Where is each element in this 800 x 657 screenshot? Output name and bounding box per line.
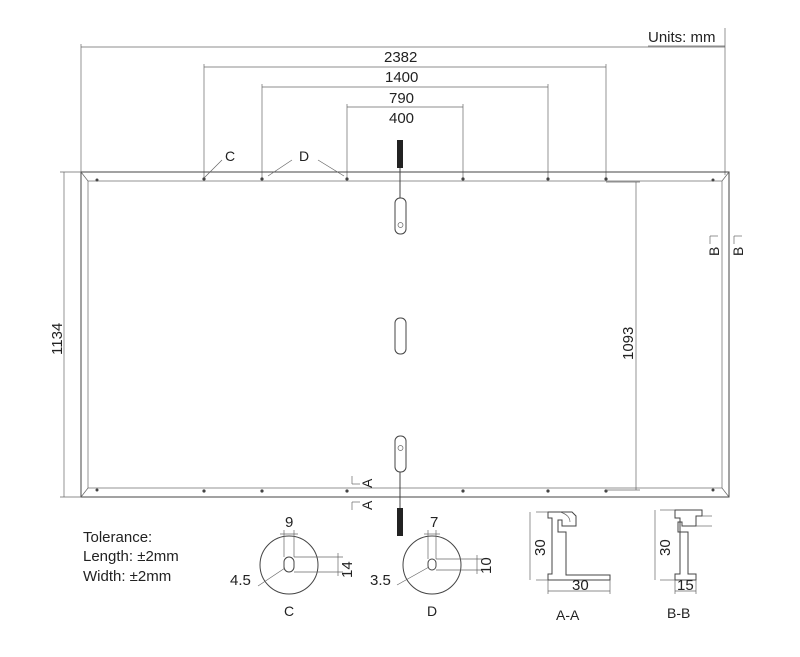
- detail-c-label: C: [284, 603, 294, 619]
- units-label: Units: mm: [648, 29, 716, 46]
- dim-2382: 2382: [384, 49, 417, 66]
- section-bb: 30 15 B-B: [654, 509, 712, 621]
- detail-d-diameter: 3.5: [370, 572, 391, 589]
- detail-c-height: 14: [339, 561, 356, 578]
- section-aa: 30 30 A-A: [529, 511, 611, 623]
- detail-d-width: 7: [430, 514, 438, 531]
- dim-790: 790: [389, 90, 414, 107]
- dim-1400: 1400: [385, 69, 418, 86]
- panel-frame-outer: [80, 171, 730, 498]
- dim-1134: 1134: [49, 323, 66, 355]
- dim-400: 400: [389, 110, 414, 127]
- callout-d: D: [299, 148, 309, 164]
- detail-c: 9 14 4.5 C: [230, 514, 356, 619]
- cable-assembly: [394, 140, 407, 536]
- tolerance-length: Length: ±2mm: [83, 548, 179, 565]
- section-aa-label: A-A: [556, 607, 580, 623]
- connector-bottom: [397, 508, 403, 536]
- mounting-holes-bottom: [95, 488, 715, 493]
- mounting-holes-top: [95, 177, 715, 182]
- dim-1093: 1093: [620, 327, 637, 360]
- connector-top: [397, 140, 403, 168]
- detail-d: 7 10 3.5 D: [370, 514, 495, 619]
- tolerance-title: Tolerance:: [83, 529, 152, 546]
- junction-box-middle: [394, 317, 407, 355]
- callout-b-right: B: [730, 247, 746, 256]
- callout-b-left: B: [706, 247, 722, 256]
- detail-c-width: 9: [285, 514, 293, 531]
- section-bb-label: B-B: [667, 605, 690, 621]
- section-bb-width: 15: [677, 577, 694, 594]
- callout-c: C: [225, 148, 235, 164]
- panel-frame-inner: [87, 180, 723, 489]
- tolerance-width: Width: ±2mm: [83, 568, 171, 585]
- detail-d-label: D: [427, 603, 437, 619]
- section-aa-width: 30: [572, 577, 589, 594]
- callout-a-bottom: A: [359, 500, 375, 510]
- junction-box-bottom: [394, 435, 407, 473]
- section-aa-height: 30: [532, 539, 549, 556]
- detail-c-diameter: 4.5: [230, 572, 251, 589]
- callout-a-top: A: [359, 478, 375, 488]
- junction-box-top: [394, 197, 407, 235]
- section-bb-height: 30: [657, 539, 674, 556]
- detail-d-height: 10: [478, 557, 495, 574]
